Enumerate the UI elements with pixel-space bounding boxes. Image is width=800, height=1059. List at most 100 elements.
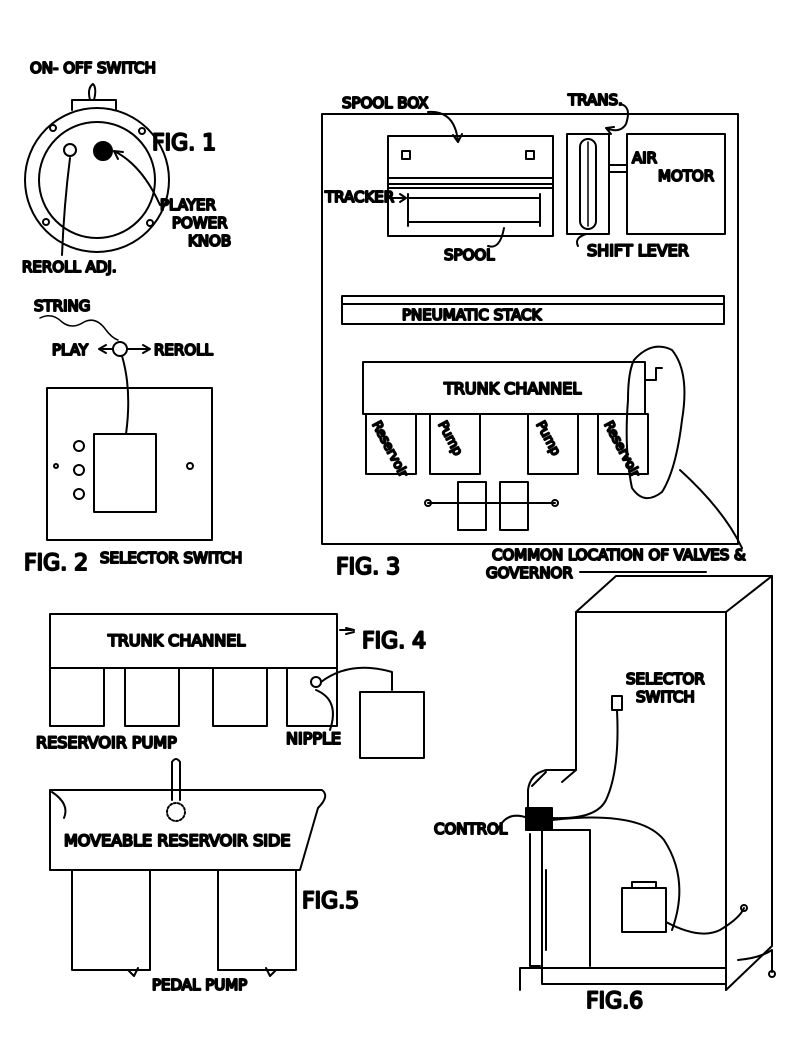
control-box[interactable] [525,807,553,831]
shaft-end [424,499,432,507]
reroll-adj-knob[interactable] [63,143,77,157]
reroll-label: REROLL [154,341,213,359]
spool-roll [407,193,541,227]
governor-label: GOVERNOR [486,564,573,582]
control-label: CONTROL [434,820,508,838]
fig3-reservoir-right [597,413,649,475]
trans-leader [605,103,629,135]
pedal-pump-right [217,869,297,971]
fig6-governor-box [621,887,667,933]
plate-screw [42,218,50,226]
selector-plate [46,387,213,541]
transmission-box [566,133,610,235]
player-power-knob-label-3: KNOB [188,232,231,250]
selector-hole [73,440,85,452]
control-leader [497,814,529,831]
reservoir-port [166,802,186,822]
reservoir-pump-label: RESERVOIR PUMP [36,733,177,752]
fig3-pump-label-left: Pump [434,419,465,459]
fig4-trunk-channel-box [49,613,338,669]
fig4-reservoir [49,667,105,727]
cabinet-legs [529,829,591,967]
common-location-label: COMMON LOCATION OF VALVES & [492,546,746,564]
fig4-trunk-channel-label: TRUNK CHANNEL [107,631,245,650]
spool-label: SPOOL [444,246,495,264]
fig4-nipple [310,676,322,688]
fig2-label: FIG. 2 [24,551,88,576]
string-label: STRING [34,297,90,315]
fig3-pump-label-right: Pump [532,419,563,459]
string-line [39,315,119,341]
shift-lever-slot[interactable] [579,138,597,230]
player-power-knob[interactable] [93,141,113,161]
leader-arrowhead [113,150,124,160]
cord-end [768,970,776,978]
fig6-selector-switch[interactable] [611,695,623,711]
shift-lever-leader [576,233,587,247]
fig6-piano-cabinet [497,575,776,991]
selector-hole [73,464,85,476]
fig3-trunk-channel [362,361,646,415]
fig3-pump-right [527,413,579,475]
moveable-side-label: MOVEABLE RESERVOIR SIDE [64,831,290,850]
plate-screw [53,463,59,469]
switch-plate-outer [24,107,170,253]
trans-label: TRANS. [567,91,623,109]
air-motor-label-1: AIR [632,149,657,167]
fig3-reservoir-label-right: Reservoir [600,419,642,481]
control-wire [551,816,681,931]
power-knob-leader [113,150,161,206]
fig3-frame [321,113,739,545]
plate-screw [49,124,57,132]
keybed-edge [531,769,577,787]
fig3-player-mechanism [321,103,743,573]
fig4-governor-box [359,691,425,759]
pedal-pump-label: PEDAL PUMP [152,976,247,994]
selector-slide[interactable] [93,433,157,513]
pedal-crank-right [499,481,529,531]
motor-coupling [608,164,628,173]
fig3-pump-left [429,413,481,475]
plate-screw [138,127,146,135]
switch-plate-inner [38,121,156,239]
fig1-switch-plate [24,83,170,256]
fig4-pump-2 [212,667,268,727]
pedal-crank-left [457,481,487,531]
pneumatic-stack-label: PNEUMATIC STACK [402,306,543,324]
tracker-label: TRACKER [324,188,394,206]
selector-hole [73,488,85,500]
air-motor-label-2: MOTOR [658,167,714,185]
fig4-governor-chest [286,667,338,727]
selector-string [121,355,130,435]
play-label: PLAY [52,341,89,359]
fig5-reservoir [49,758,327,977]
selector-switch-caption: SELECTOR SWITCH [100,549,242,567]
shaft-end [551,499,559,507]
pedal-pump-left [71,869,151,971]
fig2-selector-switch [39,315,213,541]
reservoir-tube [171,758,181,801]
hose-end [740,904,748,912]
fig4-leader [339,627,355,635]
plate-screw [146,219,154,227]
fig4-tube [320,666,393,691]
pedal-pump-arrows [127,967,277,977]
fig4-label: FIG. 4 [362,629,426,654]
plate-screw [186,462,194,470]
air-motor [626,133,726,235]
fig6-governor-cap [631,881,657,889]
cabinet-front [527,611,727,985]
selector-pivot[interactable] [112,341,128,357]
fig5-label: FIG.5 [302,889,359,914]
on-off-switch-lever[interactable] [88,83,97,101]
player-power-knob-label-1: PLAYER [160,196,216,214]
reroll-adj-leader [61,157,71,256]
reservoir-fold [51,791,67,819]
cabinet-base [519,967,727,991]
fig6-label: FIG.6 [586,989,643,1014]
on-off-switch-label: ON- OFF SWITCH [30,59,156,77]
fig1-label: FIG. 1 [152,131,216,156]
tracker-leader [385,193,407,203]
fig6-side-cord [737,949,773,973]
